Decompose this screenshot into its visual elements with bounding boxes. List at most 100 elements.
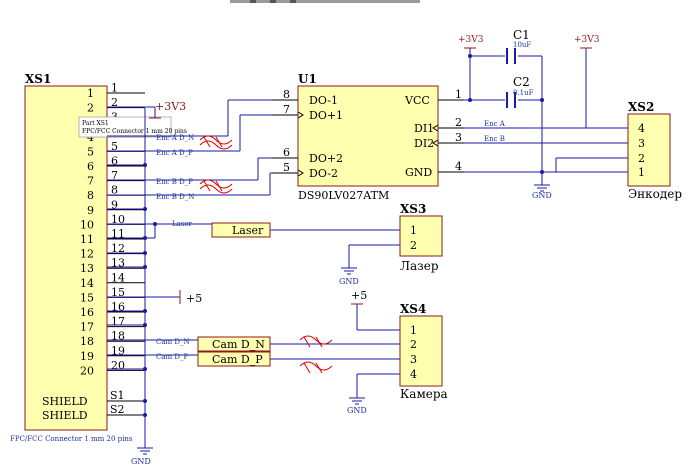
- xs1-pin-number: 15: [111, 286, 125, 299]
- tooltip-line-2: FPC/FCC Connector 1 mm 20 pins: [82, 128, 187, 135]
- xs1-shield-pin-2: S2: [110, 403, 125, 416]
- xs1-shield-label-2: SHIELD: [42, 409, 88, 422]
- xs1-pin-number: 11: [111, 228, 125, 241]
- c2-value: 0.1uF: [513, 89, 534, 97]
- u1-pin-num-5: 5: [283, 161, 290, 174]
- xs2-ref-label: XS2: [628, 100, 654, 114]
- xs1-pin-number: 14: [111, 271, 125, 284]
- xs1-pin-number: 16: [111, 301, 125, 314]
- xs1-pin-inner-number: 4: [87, 131, 94, 144]
- v33-label-top-1: +3V3: [458, 35, 484, 45]
- v33-label-top-2: +3V3: [574, 35, 600, 45]
- xs1-pin-inner-number: 2: [87, 102, 94, 115]
- u1-pin-name-vcc: VCC: [404, 94, 430, 107]
- diffpair-enc-a-icon: [199, 135, 233, 150]
- xs1-pin-number: 7: [111, 169, 118, 182]
- net-laser: Laser: [172, 220, 193, 228]
- xs1-pin-number: 13: [111, 257, 125, 270]
- net-enc-a: Enc A: [484, 120, 506, 128]
- xs1-shield-pin-1: S1: [110, 389, 125, 402]
- gnd-symbol-xs3: [341, 267, 357, 275]
- xs1-footer: FPC/FCC Connector 1 mm 20 pins: [10, 435, 133, 443]
- part-tooltip: Part XS1 FPC/FCC Connector 1 mm 20 pins: [78, 116, 187, 138]
- xs2-connector[interactable]: XS2 4 3 2 1 Энкодер: [627, 100, 682, 201]
- net-enc-b: Enc B: [484, 135, 505, 143]
- xs1-pin-inner-number: 13: [80, 262, 94, 275]
- u1-pin-num-4: 4: [455, 160, 462, 173]
- xs1-pin-inner-number: 9: [87, 204, 94, 217]
- net-enc-b-n: Enc B D_N: [156, 193, 194, 201]
- v33-label-xs1: +3V3: [155, 100, 186, 113]
- u1-pin-num-7: 7: [283, 103, 290, 116]
- xs1-pin-number: 1: [111, 82, 118, 95]
- xs1-pin-inner-number: 16: [80, 306, 94, 319]
- port-laser-label: Laser: [232, 224, 264, 237]
- xs2-pin-3: 3: [638, 137, 645, 150]
- gnd-symbol-xs4: [349, 397, 365, 405]
- c1-ref: C1: [513, 28, 530, 42]
- xs1-pin-inner-number: 8: [87, 189, 94, 202]
- xs4-pin-1: 1: [410, 324, 417, 337]
- net-cam-d-p: Cam D_P: [156, 353, 189, 361]
- u1-pin-num-8: 8: [283, 88, 290, 101]
- c2-ref: C2: [513, 75, 530, 89]
- net-labels: Enc A D_N Enc A D_P Enc B D_P Enc B D_N …: [156, 120, 506, 361]
- port-cam-p-label: Cam D_P: [212, 353, 263, 366]
- port-laser[interactable]: Laser: [211, 222, 271, 238]
- u1-pin-name-do-1: DO-1: [309, 94, 338, 107]
- gnd-label-xs1: GND: [131, 457, 151, 466]
- u1-chip[interactable]: U1 DS90LV027ATM 8 7 6 5 DO-1 DO+1 DO+2 D…: [272, 72, 464, 202]
- xs1-pins: 1122334455667788991010111112121313141415…: [80, 82, 145, 377]
- xs1-pin-inner-number: 10: [80, 218, 94, 231]
- u1-pin-name-do-2: DO-2: [309, 167, 338, 180]
- xs1-pin-inner-number: 19: [80, 350, 94, 363]
- xs3-connector[interactable]: XS3 1 2 Лазер: [399, 202, 443, 273]
- xs4-pin-3: 3: [410, 353, 417, 366]
- xs4-caption: Камера: [400, 387, 448, 401]
- net-enc-a-p: Enc A D_P: [156, 149, 193, 157]
- diffpair-cam-icon: [299, 335, 333, 374]
- xs3-pin-1: 1: [410, 224, 417, 237]
- xs2-pin-2: 2: [638, 152, 645, 165]
- xs1-pin-number: 6: [111, 155, 118, 168]
- u1-pin-name-di1: DI1: [414, 122, 434, 135]
- port-cam-n[interactable]: Cam D_N: [197, 336, 271, 352]
- u1-pin-num-1: 1: [455, 88, 462, 101]
- gnd-label-xs4: GND: [347, 406, 367, 415]
- gnd-symbol-xs1: [137, 447, 153, 455]
- u1-pin-name-do+2: DO+2: [309, 152, 343, 165]
- xs1-pin-number: 18: [111, 330, 125, 343]
- xs1-pin-inner-number: 14: [80, 277, 94, 290]
- xs1-pin-inner-number: 11: [80, 233, 94, 246]
- toolbar-fragment: [230, 0, 420, 3]
- port-cam-p[interactable]: Cam D_P: [197, 351, 271, 367]
- u1-part-label: DS90LV027ATM: [298, 189, 389, 202]
- xs4-pin-2: 2: [410, 338, 417, 351]
- xs1-pin-inner-number: 20: [80, 364, 94, 377]
- xs1-pin-inner-number: 5: [87, 145, 94, 158]
- xs1-connector[interactable]: XS1 112233445566778899101011111212131314…: [10, 72, 145, 443]
- gnd-label-xs3: GND: [339, 277, 359, 286]
- gnd-label-u1: GND: [532, 191, 552, 200]
- xs2-caption: Энкодер: [628, 187, 682, 201]
- xs1-pin-inner-number: 18: [80, 335, 94, 348]
- xs1-pin-number: 17: [111, 315, 125, 328]
- xs4-ref-label: XS4: [400, 302, 426, 316]
- u1-ref-label: U1: [298, 72, 317, 86]
- xs1-pin-number: 20: [111, 359, 125, 372]
- u1-pin-num-2: 2: [455, 116, 462, 129]
- port-cam-n-label: Cam D_N: [212, 338, 265, 351]
- v5-label-xs1: +5: [186, 292, 202, 305]
- capacitor-c2[interactable]: [506, 92, 516, 108]
- xs3-ref-label: XS3: [400, 202, 426, 216]
- xs1-pin-inner-number: 7: [87, 175, 94, 188]
- net-enc-a-n: Enc A D_N: [156, 134, 194, 142]
- xs1-pin-number: 10: [111, 213, 125, 226]
- xs3-caption: Лазер: [400, 259, 439, 273]
- tooltip-line-1: Part XS1: [82, 120, 109, 127]
- capacitor-c1[interactable]: [506, 48, 516, 64]
- junctions: [143, 54, 544, 417]
- xs4-connector[interactable]: XS4 1 2 3 4 Камера: [399, 302, 448, 401]
- xs1-pin-number: 2: [111, 96, 118, 109]
